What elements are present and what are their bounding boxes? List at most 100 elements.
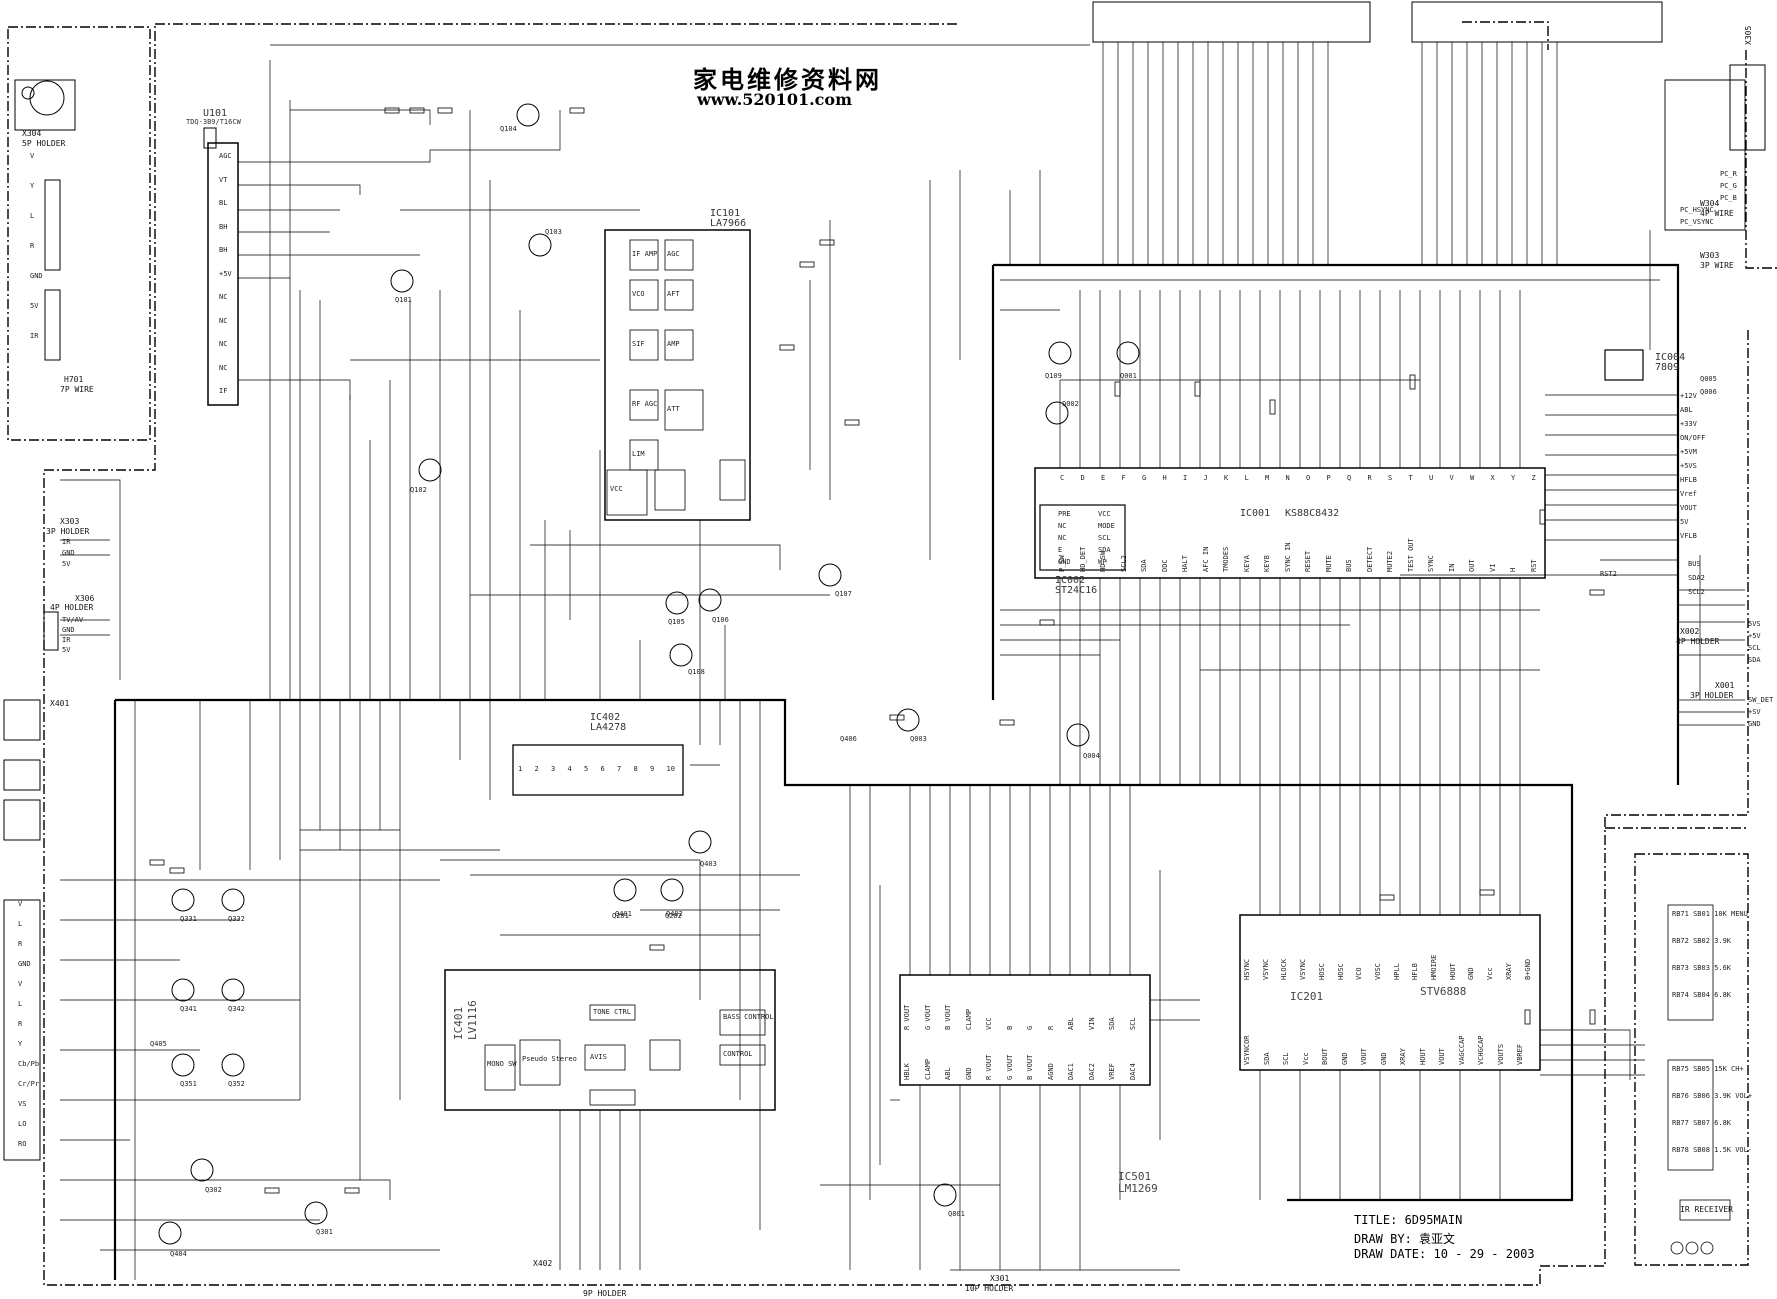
ic001-bottom-label: DETECT [1365,546,1374,572]
ic501-top-pin: B VOUT [944,1004,952,1030]
ic401-block: TONE CTRL [593,1008,631,1016]
transistor-label: Q106 [712,616,729,624]
ic501-top-pin: G [1026,1025,1034,1030]
left-input-label: V [18,980,23,988]
ic201-bottom-pin: VCHGCAP [1477,1035,1485,1065]
right-edge-signal: VFLB [1680,532,1697,540]
ic501-top-pin: CLAMP [964,1008,973,1030]
watermark-url: www.520101.com [697,90,852,109]
x303-ref: X303 [60,517,80,526]
top-connector-left [1092,1,1371,43]
ic401-block: MONO SW [487,1060,517,1068]
left-input-label: VS [18,1100,27,1108]
keypad-resistor: RB72 SB02 3.9K [1672,937,1732,945]
ic501-top-pin: SDA [1108,1017,1116,1030]
ic501-bottom-pin: HBLK [903,1063,911,1080]
bus-signal: SDA2 [1688,574,1705,582]
transistor-label: Q341 [180,1005,197,1013]
ic001-top-pin: Y [1511,474,1516,482]
transistor-label: Q342 [228,1005,245,1013]
transistor-label: Q406 [840,735,857,743]
ic001-bottom-label: SCL2 [1119,555,1128,572]
x304-signal: GND [30,272,43,280]
ic001-top-pin: P [1326,474,1331,482]
x306-signal: 5V [62,646,71,654]
ic401-ref: IC401 [452,1006,465,1040]
ic201-bottom-pin: GND [1340,1052,1349,1065]
x001-ref: X001 [1715,681,1735,690]
x002-signal: +5V [1748,632,1761,640]
ic501-top-pin: B [1005,1025,1014,1030]
x001-signal: SW_DET [1748,696,1774,704]
title-block-title: TITLE: 6D95MAIN [1354,1213,1463,1227]
ic001-bottom-label: HD_DET [1078,546,1087,572]
tuner-pin: VT [219,175,228,184]
ic001-bottom-label: DDC [1160,559,1169,572]
ic201-bottom-pin: BOUT [1321,1048,1329,1065]
ic501-bottom-pin: DAC2 [1087,1063,1096,1080]
transistor-label: Q351 [180,1080,197,1088]
x305-pc-ref: X305 [1744,25,1753,45]
transistor-label: Q102 [410,486,427,494]
ic201-bottom-pin: VOUT [1438,1048,1446,1065]
ic001-top-pin: O [1306,474,1311,482]
ic501-bottom-pin: DAC1 [1067,1063,1075,1080]
left-input-label: R [18,1020,23,1028]
right-edge-signal: +5VS [1680,462,1697,470]
ic101-block: ATT [667,405,680,413]
ic002-pin: GND [1058,558,1071,566]
ic201-ref: IC201 [1290,990,1324,1003]
transistor-label: Q401 [615,910,632,918]
ic501-bottom-pin: CLAMP [923,1058,932,1080]
ic201-top-pin: VSYNC [1299,958,1308,980]
ic001-bottom-label: BUS [1345,559,1353,572]
x304-desc: 5P HOLDER [22,139,66,148]
ic004-body [1604,349,1644,381]
ic201-bottom-pin: VOUT [1360,1048,1368,1065]
transistor-label: Q801 [948,1210,965,1218]
ic001-top-pin: R [1367,474,1372,482]
pc-signal: PC_B [1720,194,1737,202]
w303-desc: 3P WIRE [1700,261,1734,270]
x002-ref: X002 [1680,627,1700,636]
transistor-label: Q101 [395,296,412,304]
ic002-part: ST24C16 [1055,585,1098,596]
ic201-top-pin: HPLL [1392,963,1401,980]
ic401-part: LV1116 [466,1000,479,1040]
ic501-bottom-pin: AGND [1046,1063,1055,1080]
ic402-pin: 4 [567,765,572,773]
transistor-label: Q001 [1120,372,1137,380]
ic002-pin: VCC [1098,510,1111,518]
ic201-top-pin: HSYNC [1243,958,1251,980]
ic101-block: AMP [667,340,680,348]
x304-signal: 5V [30,302,39,310]
ic101-body [604,229,751,521]
ir-receiver-label: IR RECEIVER [1680,1205,1733,1214]
ic201-top-pin: HOSC [1317,963,1326,980]
ic101-block: SIF [632,340,645,348]
transistor-label: Q301 [316,1228,333,1236]
ic501-top-pin: ABL [1067,1017,1075,1030]
ic501-body [899,974,1151,1086]
ic001-top-pin: I [1183,474,1188,482]
transistor-label: Q103 [545,228,562,236]
ic201-top-pin: XRAY [1504,963,1513,980]
ic001-bottom-label: SYNC [1427,555,1435,572]
transistor-label: Q352 [228,1080,245,1088]
watermark-title: 家电维修资料网 [693,65,882,94]
ic001-bottom-label: AFC IN [1201,546,1210,572]
left-input-label: L [18,920,23,928]
ic201-bottom-pin: Vcc [1301,1052,1310,1065]
tuner-pin: NC [219,293,228,301]
ic001-top-pin: J [1203,474,1208,482]
transistor-label: Q402 [666,910,683,918]
ic501-top-pin: VCC [985,1017,993,1030]
x402-desc: 9P HOLDER [583,1289,627,1298]
ic401-body [444,969,776,1111]
input-board-outline [7,26,151,441]
x301-ref: X301 [990,1274,1010,1283]
x306-ref: X306 [75,594,95,603]
ic001-bottom-label: TMODES [1222,546,1230,572]
right-edge-signal: +5VM [1680,448,1697,456]
